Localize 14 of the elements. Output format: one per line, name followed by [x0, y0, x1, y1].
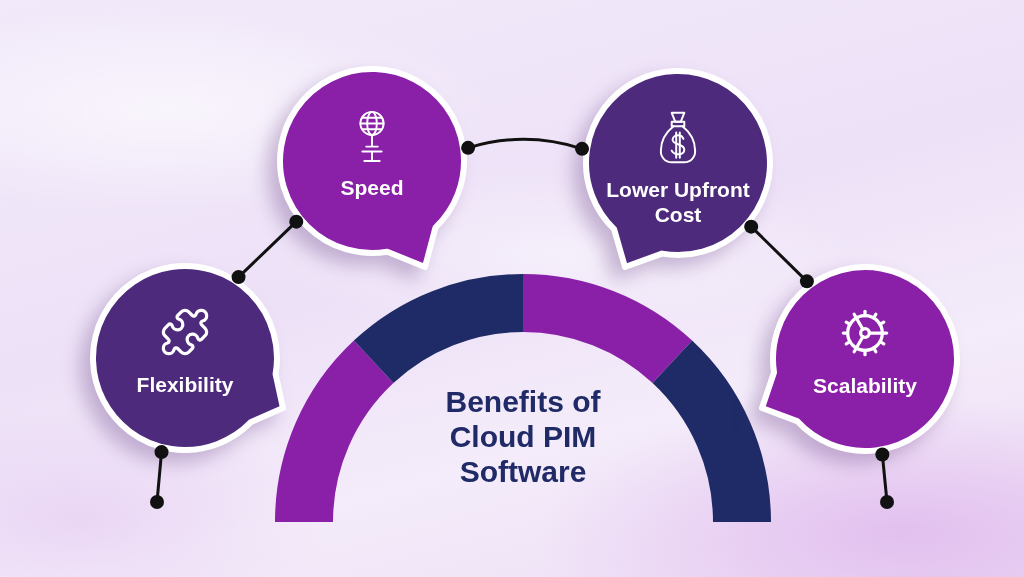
connector-line [875, 447, 894, 509]
connector-line [231, 214, 304, 285]
diagram-title: Benefits of Cloud PIM Software [444, 384, 602, 489]
speech-bubble [87, 260, 286, 456]
node-label: Speed [340, 175, 404, 200]
connector-line [461, 137, 590, 156]
node-label: Lower Upfront Cost [605, 177, 751, 227]
connector-line [744, 219, 814, 289]
speech-bubble [759, 261, 963, 457]
speech-bubble [580, 65, 776, 270]
speech-bubble [274, 63, 470, 270]
connector-line [150, 445, 169, 509]
node-label: Scalability [813, 373, 917, 398]
node-label: Flexibility [136, 372, 234, 397]
